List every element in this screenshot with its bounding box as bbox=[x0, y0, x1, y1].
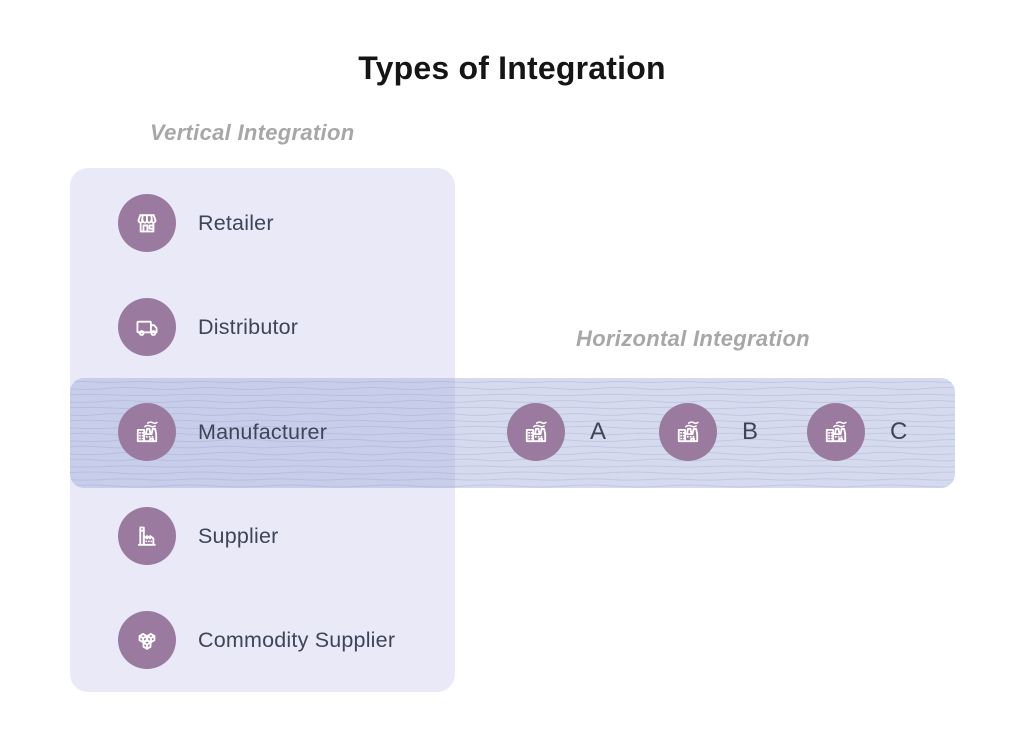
band-item-c: C bbox=[807, 403, 907, 461]
horizontal-integration-label: Horizontal Integration bbox=[576, 326, 810, 351]
chain-row-retailer: Retailer bbox=[118, 194, 274, 252]
chain-row-manufacturer: Manufacturer bbox=[118, 403, 327, 461]
truck-icon bbox=[118, 298, 176, 356]
band-item-label-c: C bbox=[890, 418, 908, 445]
chain-row-distributor: Distributor bbox=[118, 298, 298, 356]
item-label-retailer: Retailer bbox=[198, 210, 274, 235]
factory-icon bbox=[507, 403, 565, 461]
chain-row-supplier: Supplier bbox=[118, 507, 278, 565]
factory-icon bbox=[118, 403, 176, 461]
band-item-b: B bbox=[659, 403, 758, 461]
vertical-integration-label: Vertical Integration bbox=[150, 120, 355, 145]
item-label-supplier: Supplier bbox=[198, 523, 279, 548]
supplier-factory-icon bbox=[118, 507, 176, 565]
item-label-manufacturer: Manufacturer bbox=[198, 419, 328, 444]
band-item-label-b: B bbox=[742, 418, 759, 445]
storefront-icon bbox=[118, 194, 176, 252]
page-title: Types of Integration bbox=[358, 50, 666, 86]
factory-icon bbox=[659, 403, 717, 461]
item-label-distributor: Distributor bbox=[198, 314, 299, 339]
chain-row-commodity-supplier: Commodity Supplier bbox=[118, 611, 395, 669]
band-item-a: A bbox=[507, 403, 606, 461]
band-item-label-a: A bbox=[590, 418, 607, 445]
cubes-icon bbox=[118, 611, 176, 669]
factory-icon bbox=[807, 403, 865, 461]
item-label-commodity-supplier: Commodity Supplier bbox=[198, 627, 396, 652]
